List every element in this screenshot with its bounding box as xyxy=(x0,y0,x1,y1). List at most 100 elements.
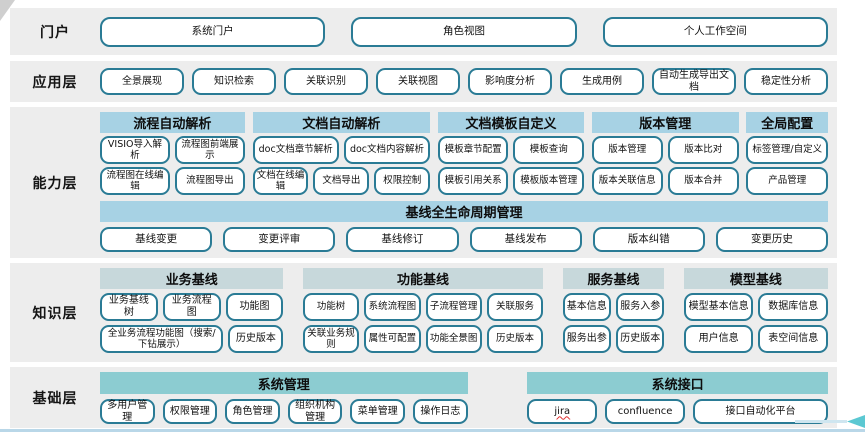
module-box: 知识检索 xyxy=(192,68,276,95)
module-box: 历史版本 xyxy=(228,325,284,353)
module-row: 模板引用关系 模板版本管理 xyxy=(437,167,585,195)
capability-group: 版本管理 版本管理 版本比对 xyxy=(591,112,739,195)
module-box: 文档导出 xyxy=(313,167,370,195)
module-row: 关联业务规则 属性可配置 功能全景图 历史版本 xyxy=(302,325,544,353)
module-box: 接口自动化平台 xyxy=(692,399,828,424)
arrow-tail xyxy=(795,420,847,423)
layer-capability: 能力层 流程自动解析 VISIO导入解析 流程图前端展示 xyxy=(10,107,837,258)
layer-portal: 门户 系统门户 角色视图 个人工作空间 xyxy=(10,8,837,55)
module-box: 服务出参 xyxy=(562,325,611,353)
left-arrowhead-icon xyxy=(847,415,865,428)
module-row: 业务基线树 业务流程图 功能图 xyxy=(100,293,284,321)
layer-label-application: 应用层 xyxy=(32,74,78,91)
module-row: 版本关联信息 版本合并 xyxy=(591,167,739,195)
group-header: 业务基线 xyxy=(100,268,284,289)
module-box: 业务基线树 xyxy=(100,293,158,321)
module-box: 数据库信息 xyxy=(758,293,829,321)
module-box: 产品管理 xyxy=(746,167,828,195)
module-box: 模板引用关系 xyxy=(437,167,509,195)
module-box: 功能树 xyxy=(302,293,360,321)
application-module-row: 全景展现 知识检索 关联识别 关联视图 影响度分析 生成用例 自动生成导出文档 … xyxy=(100,68,828,95)
module-row: jira confluence 接口自动化平台 xyxy=(527,399,828,424)
module-box: 多用户管理 xyxy=(100,399,155,424)
module-box: 菜单管理 xyxy=(350,399,406,424)
layer-application: 应用层 全景展现 知识检索 关联识别 关联视图 影响度分析 生成用例 自动生成导… xyxy=(10,61,837,102)
layer-foundation: 基础层 系统管理 多用户管理 权限管理 角色管理 xyxy=(10,367,837,428)
module-box: 版本关联信息 xyxy=(591,167,663,195)
capability-group: 流程自动解析 VISIO导入解析 流程图前端展示 xyxy=(100,112,245,195)
module-box: 子流程管理 xyxy=(425,293,482,321)
module-box: 版本合并 xyxy=(667,167,739,195)
module-box: 功能图 xyxy=(225,293,284,321)
module-box: 基线修订 xyxy=(346,227,459,252)
knowledge-groups: 业务基线 业务基线树 业务流程图 功能图 xyxy=(100,268,829,362)
module-box: confluence xyxy=(605,399,685,424)
group-header: 流程自动解析 xyxy=(100,112,245,133)
module-box: VISIO导入解析 xyxy=(100,136,170,164)
module-row: 基线变更 变更评审 基线修订 基线发布 版本纠错 变更历史 xyxy=(100,227,829,252)
module-box: 稳定性分析 xyxy=(744,68,828,95)
module-box: 业务流程图 xyxy=(162,293,221,321)
module-box: 版本纠错 xyxy=(592,227,705,252)
group-header: 服务基线 xyxy=(562,268,665,289)
module-box: 全景展现 xyxy=(100,68,184,95)
module-row: 文档在线编辑 文档导出 权限控制 xyxy=(252,167,431,195)
group-header: 文档模板自定义 xyxy=(437,112,585,133)
module-box: 属性可配置 xyxy=(364,325,421,353)
module-box: 版本管理 xyxy=(591,136,663,164)
module-box: 系统门户 xyxy=(100,16,326,47)
module-row: 模型基本信息 数据库信息 xyxy=(683,293,829,321)
layer-knowledge: 知识层 业务基线 业务基线树 业务流程图 功能 xyxy=(10,263,837,362)
module-row: 多用户管理 权限管理 角色管理 组织机构管理 菜单管理 操作日志 xyxy=(100,399,468,424)
layer-label-knowledge: 知识层 xyxy=(32,305,78,322)
foundation-groups: 系统管理 多用户管理 权限管理 角色管理 组织机构管理 菜单管理 xyxy=(100,372,828,428)
capability-group: 文档自动解析 doc文档章节解析 doc文档内容解析 xyxy=(252,112,431,195)
layer-label-foundation: 基础层 xyxy=(32,390,78,407)
module-box: jira xyxy=(527,399,598,424)
capability-group: 全局配置 标签管理/自定义 产品管理 xyxy=(746,112,828,195)
module-box: 基本信息 xyxy=(562,293,611,321)
module-box: 功能全景图 xyxy=(425,325,482,353)
module-box: 变更历史 xyxy=(715,227,829,252)
knowledge-group: 功能基线 功能树 系统流程图 子流程管理 关联服务 xyxy=(302,268,544,362)
foundation-group: 系统管理 多用户管理 权限管理 角色管理 组织机构管理 菜单管理 xyxy=(100,372,468,428)
capability-groups: 流程自动解析 VISIO导入解析 流程图前端展示 xyxy=(100,112,828,195)
group-header: 系统接口 xyxy=(527,372,828,394)
module-row: 标签管理/自定义 xyxy=(746,136,828,164)
layer-label-portal: 门户 xyxy=(40,24,70,41)
module-box: 流程图前端展示 xyxy=(174,136,245,164)
module-box: 角色视图 xyxy=(351,16,577,47)
module-box: 权限控制 xyxy=(374,167,431,195)
module-box: doc文档内容解析 xyxy=(343,136,431,164)
module-box: 服务入参 xyxy=(615,293,665,321)
module-row: 产品管理 xyxy=(746,167,828,195)
group-header: 基线全生命周期管理 xyxy=(100,201,828,222)
module-box: 关联服务 xyxy=(486,293,544,321)
layer-label-capability: 能力层 xyxy=(32,175,78,192)
module-row: 服务出参 历史版本 xyxy=(562,325,665,353)
group-header: 全局配置 xyxy=(746,112,828,133)
module-box: 历史版本 xyxy=(486,325,544,353)
module-box: 自动生成导出文档 xyxy=(652,68,736,95)
module-box: 模板章节配置 xyxy=(437,136,509,164)
module-box: 模板版本管理 xyxy=(513,167,585,195)
module-box: 关联视图 xyxy=(376,68,460,95)
module-box: 个人工作空间 xyxy=(602,16,828,47)
module-box: 系统流程图 xyxy=(364,293,421,321)
module-box: 基线变更 xyxy=(100,227,213,252)
knowledge-group: 业务基线 业务基线树 业务流程图 功能图 xyxy=(100,268,284,362)
group-header: 文档自动解析 xyxy=(252,112,431,133)
module-box: doc文档章节解析 xyxy=(252,136,339,164)
module-box: 关联识别 xyxy=(284,68,368,95)
module-box: 权限管理 xyxy=(162,399,218,424)
module-box: 历史版本 xyxy=(615,325,665,353)
module-row: 全业务流程功能图（搜索/下钻展示） 历史版本 xyxy=(100,325,284,353)
module-box: 流程图在线编辑 xyxy=(100,167,170,195)
module-row: 版本管理 版本比对 xyxy=(591,136,739,164)
module-box: 关联业务规则 xyxy=(302,325,360,353)
group-header: 模型基线 xyxy=(683,268,828,289)
module-box: 模板查询 xyxy=(513,136,585,164)
module-row: 模板章节配置 模板查询 xyxy=(437,136,585,164)
module-box: 标签管理/自定义 xyxy=(746,136,828,164)
portal-module-row: 系统门户 角色视图 个人工作空间 xyxy=(100,16,828,47)
